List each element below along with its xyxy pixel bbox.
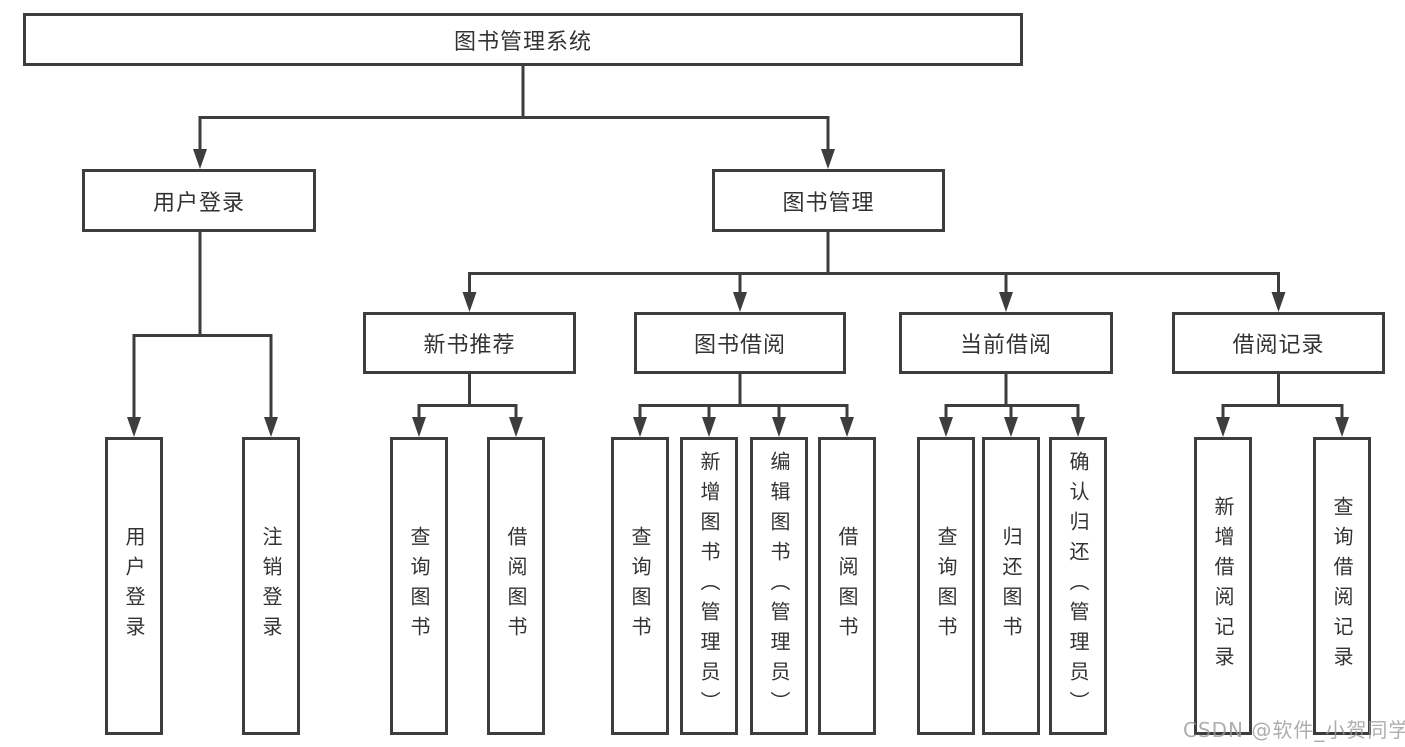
node-user-login: 用户登录: [82, 169, 316, 232]
leaf-newbook-borrow-books: 借阅图书: [487, 437, 545, 735]
leaf-borrow-borrow-books: 借阅图书: [818, 437, 876, 735]
leaf-record-add: 新增借阅记录: [1194, 437, 1252, 735]
leaf-borrow-edit-books-admin: 编辑图书（管理员）: [750, 437, 808, 735]
leaf-current-confirm-return-admin: 确认归还（管理员）: [1049, 437, 1107, 735]
leaf-current-query-books: 查询图书: [917, 437, 975, 735]
node-book-management: 图书管理: [712, 169, 945, 232]
leaf-logout-login: 注销登录: [242, 437, 300, 735]
leaf-newbook-query-books: 查询图书: [390, 437, 448, 735]
leaf-record-query: 查询借阅记录: [1313, 437, 1371, 735]
node-current-borrow: 当前借阅: [899, 312, 1113, 374]
node-new-book-recommend: 新书推荐: [363, 312, 576, 374]
leaf-user-login: 用户登录: [105, 437, 163, 735]
node-borrow-record: 借阅记录: [1172, 312, 1385, 374]
leaf-borrow-add-books-admin: 新增图书（管理员）: [680, 437, 738, 735]
node-root-system: 图书管理系统: [23, 13, 1023, 66]
node-book-borrow: 图书借阅: [634, 312, 846, 374]
leaf-borrow-query-books: 查询图书: [611, 437, 669, 735]
leaf-current-return-books: 归还图书: [982, 437, 1040, 735]
csdn-watermark: CSDN @软件_小贺同学: [1183, 718, 1405, 742]
